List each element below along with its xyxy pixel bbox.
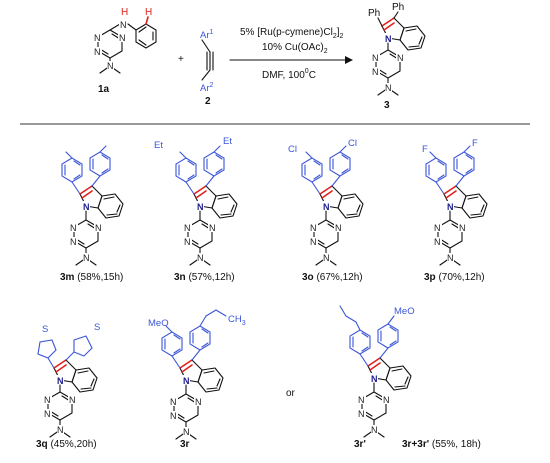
- detail-3m: (58%,15h): [74, 272, 123, 283]
- svg-text:3r+3r' (55%, 18h): 3r+3r' (55%, 18h): [402, 439, 481, 450]
- condition-oxidant-sub: 2: [324, 48, 328, 55]
- label-3n: 3n: [174, 272, 186, 283]
- svg-text:CH3: CH3: [228, 314, 246, 327]
- ch3-3r: CH: [228, 314, 242, 325]
- condition-oxidant: 10% Cu(OAc): [262, 42, 324, 53]
- plus-sign: +: [178, 54, 184, 65]
- or-text: or: [286, 388, 296, 399]
- product-3m: 3m (58%,15h): [60, 145, 123, 283]
- svg-text:3m (58%,15h): 3m (58%,15h): [60, 272, 123, 283]
- svg-text:Ar1: Ar1: [200, 29, 214, 41]
- ph-2: Ph: [392, 2, 404, 13]
- ch3-sub-3r: 3: [242, 320, 246, 327]
- ar1-superscript: 1: [210, 29, 214, 36]
- svg-text:3n (57%,12h): 3n (57%,12h): [174, 272, 235, 283]
- et-right: Et: [223, 136, 232, 147]
- reaction-arrow: 5% [Ru(p-cymene)Cl2]2 10% Cu(OAc)2 DMF, …: [229, 27, 353, 81]
- cl-left: Cl: [288, 144, 297, 155]
- f-left: F: [422, 144, 428, 155]
- condition-solvent-temp: DMF, 100: [262, 70, 305, 81]
- svg-text:3p (70%,12h): 3p (70%,12h): [424, 272, 485, 283]
- cl-right: Cl: [348, 138, 357, 149]
- reactant-1a: N N N N N H H 1a: [94, 7, 157, 95]
- svg-text:3q (45%,20h): 3q (45%,20h): [36, 439, 97, 450]
- ortho-hydrogen: H: [145, 7, 152, 18]
- svg-text:5% [Ru(p-cymene)Cl2]2: 5% [Ru(p-cymene)Cl2]2: [240, 27, 344, 40]
- ar2-superscript: 2: [210, 82, 214, 89]
- thiophene-s-right: S: [94, 322, 100, 333]
- condition-catalyst-sub2: 2: [340, 33, 344, 40]
- product-3r-prime: MeO 3r' 3r+3r' (55%, 18h): [339, 305, 481, 450]
- condition-catalyst-close: ]: [337, 27, 340, 38]
- detail-3o: (67%,12h): [314, 272, 363, 283]
- product-3q: S S 3q (45%,20h): [36, 322, 100, 450]
- label-1a: 1a: [98, 84, 110, 95]
- meo-3r: MeO: [148, 318, 169, 329]
- svg-text:N: N: [119, 33, 126, 43]
- svg-text:10% Cu(OAc)2: 10% Cu(OAc)2: [262, 42, 328, 55]
- product-3: Ph Ph 3: [368, 2, 426, 111]
- svg-text:N: N: [94, 33, 101, 43]
- reactant-alkyne-2: Ar1 Ar2 2: [200, 29, 214, 107]
- condition-catalyst: 5% [Ru(p-cymene)Cl: [240, 27, 333, 38]
- condition-temp-unit: C: [309, 70, 316, 81]
- et-left: Et: [154, 140, 163, 151]
- ar1-label: Ar: [200, 30, 210, 41]
- detail-3n: (57%,12h): [186, 272, 235, 283]
- label-3q: 3q: [36, 439, 48, 450]
- thiophene-s-left: S: [42, 324, 48, 335]
- meo-3r-prime: MeO: [394, 306, 415, 317]
- product-3n: Et Et 3n (57%,12h): [154, 136, 237, 283]
- label-3m: 3m: [60, 272, 75, 283]
- svg-text:3o (67%,12h): 3o (67%,12h): [302, 272, 363, 283]
- ph-1: Ph: [368, 8, 380, 19]
- label-3r: 3r: [180, 439, 190, 450]
- nh-hydrogen: H: [121, 7, 128, 18]
- label-3r-mix: 3r+3r': [402, 439, 429, 450]
- detail-3r-mix: (55%, 18h): [429, 439, 481, 450]
- condition-catalyst-sub: 2: [333, 33, 337, 40]
- product-3p: F F 3p (70%,12h): [422, 138, 487, 283]
- product-3r: MeO CH3 3r: [148, 309, 246, 450]
- f-right: F: [472, 138, 478, 149]
- label-3r-prime: 3r': [354, 439, 366, 450]
- label-3p: 3p: [424, 272, 436, 283]
- svg-text:DMF, 1000C: DMF, 1000C: [262, 68, 316, 81]
- label-3: 3: [384, 100, 390, 111]
- product-3o: Cl Cl 3o (67%,12h): [288, 138, 363, 283]
- nh-nitrogen: N: [120, 20, 127, 30]
- svg-text:N: N: [94, 47, 101, 57]
- label-3o: 3o: [302, 272, 314, 283]
- detail-3q: (45%,20h): [48, 439, 97, 450]
- ar2-label: Ar: [200, 83, 210, 94]
- label-2: 2: [205, 96, 211, 107]
- detail-3p: (70%,12h): [436, 272, 485, 283]
- svg-text:N: N: [107, 61, 114, 71]
- svg-text:Ar2: Ar2: [200, 82, 214, 94]
- condition-temp-sup: 0: [305, 68, 309, 75]
